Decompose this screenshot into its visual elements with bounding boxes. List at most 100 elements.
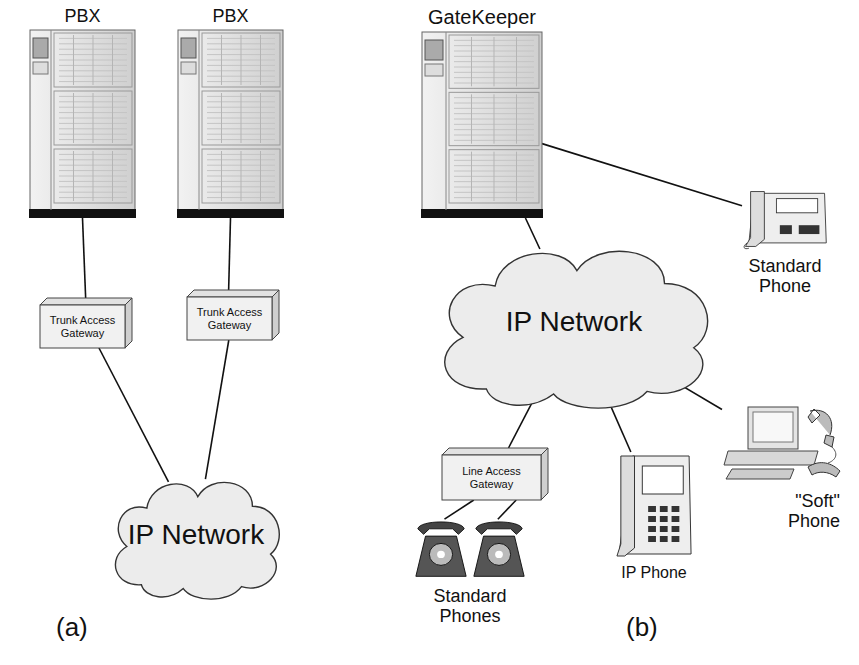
cabinet-base <box>421 209 543 218</box>
node-label: PBX <box>178 6 283 26</box>
connector-line <box>205 340 228 479</box>
connector-line <box>444 500 473 519</box>
node-picture <box>615 452 693 558</box>
cabinet-module <box>202 149 280 203</box>
cloud-outline <box>115 482 279 599</box>
cabinet-body <box>30 30 135 210</box>
cabinet-card <box>73 151 74 201</box>
phone-dial <box>487 543 510 565</box>
phone-key <box>672 516 680 522</box>
node-label: Standard Phones <box>420 586 520 626</box>
cabinet-module <box>202 91 280 145</box>
node-text: Trunk Access Gateway <box>44 314 121 339</box>
cabinet-card <box>471 94 472 143</box>
cabinet-card <box>241 93 242 143</box>
cabinet-panel <box>181 38 196 58</box>
cabinet-body <box>422 32 542 210</box>
computer-node: "Soft" Phone <box>722 405 842 485</box>
cabinet-card <box>260 93 261 143</box>
pbx-cabinet: PBX <box>178 30 283 218</box>
phone-key <box>660 506 668 512</box>
box-front <box>442 455 541 500</box>
connector-line <box>542 144 742 206</box>
phone-display <box>776 199 817 213</box>
cabinet-panel <box>425 40 443 60</box>
phone-dial <box>429 543 452 565</box>
node-label: IP Phone <box>603 564 705 582</box>
cabinet-card <box>471 152 472 201</box>
cabinet-card <box>516 152 517 201</box>
cabinet-module <box>449 92 539 145</box>
cabinet-module <box>54 149 132 203</box>
cabinet-card <box>260 35 261 85</box>
box-top <box>187 290 279 297</box>
cabinet-card <box>241 151 242 201</box>
cloud-outline <box>445 251 708 408</box>
box-top <box>442 448 548 455</box>
node-label: "Soft" Phone <box>762 491 840 531</box>
handset <box>808 463 840 477</box>
cabinet-card <box>112 151 113 201</box>
pbx-cabinet: GateKeeper <box>422 32 542 218</box>
cabinet-card <box>112 35 113 85</box>
phone-key <box>672 536 680 542</box>
connector-line <box>228 218 230 299</box>
monitor-screen <box>753 412 793 442</box>
node-text: Line Access Gateway <box>446 465 537 490</box>
cabinet-card <box>516 37 517 86</box>
phone-handset <box>476 522 522 534</box>
box-side <box>541 448 548 500</box>
cabinet-card <box>93 151 94 201</box>
phone-key <box>648 526 656 532</box>
cabinet-module <box>54 33 132 87</box>
panel-label: (a) <box>56 612 88 643</box>
node-label: PBX <box>30 6 135 26</box>
cabinet-divider <box>446 32 447 210</box>
phone-key <box>660 526 668 532</box>
cabinet-slot <box>425 64 443 76</box>
box-front <box>40 305 125 348</box>
cabinet-card <box>494 94 495 143</box>
phone-cord <box>744 243 749 249</box>
cabinet-card <box>260 151 261 201</box>
node-picture <box>30 30 135 218</box>
phone-keys <box>799 225 820 234</box>
headset <box>808 409 834 447</box>
cabinet-module <box>54 91 132 145</box>
cabinet-card <box>93 93 94 143</box>
node-picture <box>722 405 842 485</box>
phone-display <box>642 466 683 494</box>
phone-key <box>648 506 656 512</box>
cabinet-card <box>241 35 242 85</box>
cabinet-card <box>516 94 517 143</box>
cabinet-card <box>221 151 222 201</box>
network-cloud: IP Network <box>105 468 287 602</box>
node-text: Trunk Access Gateway <box>191 306 268 331</box>
phone-handset <box>617 456 635 556</box>
pbx-cabinet: PBX <box>30 30 135 218</box>
box-front <box>187 297 272 340</box>
phone-dial-center <box>437 551 445 558</box>
phone-key <box>648 516 656 522</box>
phone-dial-center <box>495 551 503 558</box>
cabinet-card <box>221 93 222 143</box>
node-picture <box>422 32 542 218</box>
node-label: Standard Phone <box>745 256 825 296</box>
phone-handset <box>745 192 764 247</box>
cabinet-slot <box>33 62 48 74</box>
node-label: GateKeeper <box>422 6 542 28</box>
phone-node: Standard Phones <box>412 516 528 580</box>
phone-key <box>660 516 668 522</box>
headset-cord <box>828 447 836 463</box>
phone-base <box>416 536 466 576</box>
cabinet-slot <box>181 62 196 74</box>
box-side <box>272 290 279 340</box>
cabinet-divider <box>51 30 52 210</box>
cabinet-base <box>29 209 136 218</box>
cabinet-card <box>93 35 94 85</box>
box-top <box>40 298 132 305</box>
phone-key <box>672 506 680 512</box>
gateway-box: Line Access Gateway <box>442 448 548 500</box>
cabinet-module <box>202 33 280 87</box>
